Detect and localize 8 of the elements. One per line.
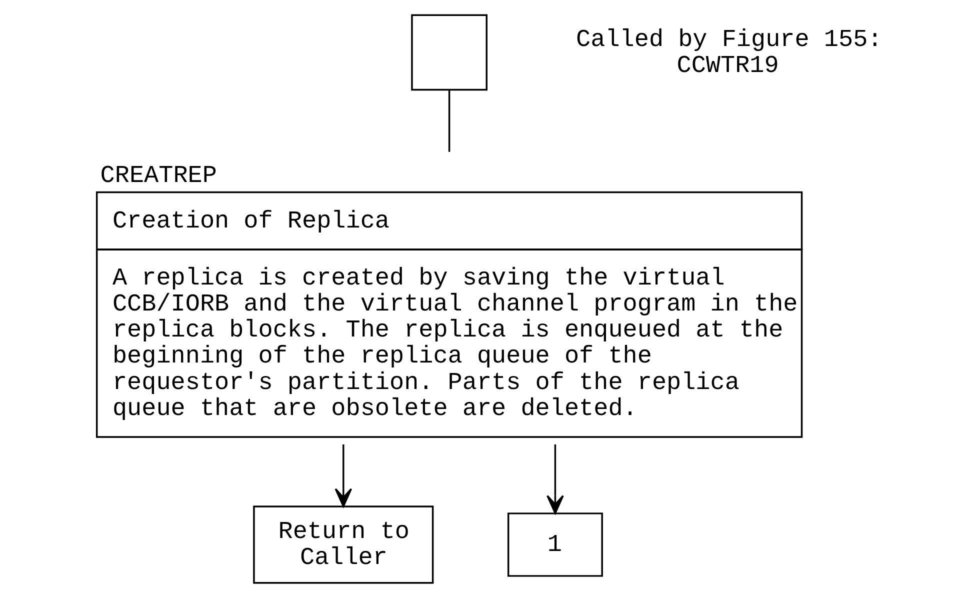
node-label: CREATREP [100,163,217,190]
node-box: Return to Caller [253,506,434,584]
connector [448,90,450,152]
node-label: Called by Figure 155: CCWTR19 [576,26,882,80]
node-box: 1 [507,512,603,577]
arrow [334,444,352,508]
arrow [546,444,564,514]
node-box [411,14,488,91]
